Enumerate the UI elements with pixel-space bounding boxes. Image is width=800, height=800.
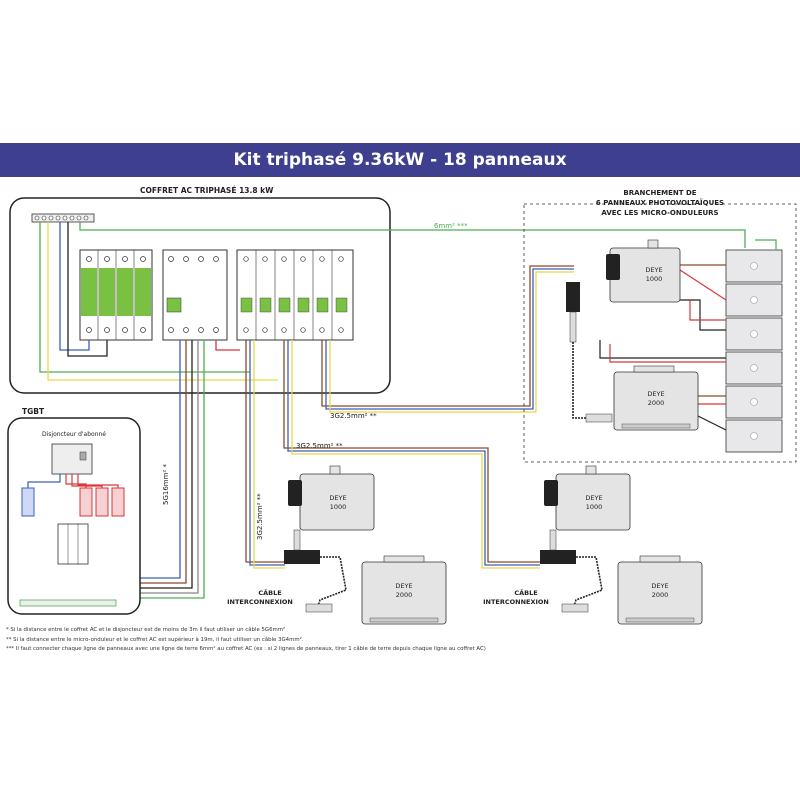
cable-b-blue [287, 340, 540, 566]
interconnect-left-1: CÂBLE [258, 588, 281, 597]
footnote-2: ** Si la distance entre le micro-onduleu… [6, 636, 304, 643]
earth-terminal-bar [31, 213, 95, 223]
tgbt-enclosure [7, 417, 141, 615]
inverter-big-left-brand: DEYE [395, 582, 412, 590]
cable-label-b: 3G2.5mm² ** [296, 442, 343, 450]
cable-label-a: 3G2.5mm² ** [330, 412, 377, 420]
branchement-label-2: 6 PANNEAUX PHOTOVOLTAÏQUES [596, 198, 724, 207]
inverter-small-top-brand: DEYE [645, 266, 662, 274]
earth-wire-panels [79, 222, 746, 248]
solar-panels [725, 249, 783, 453]
interconnect-right-1: CÂBLE [514, 588, 537, 597]
inverter-small-top-model: 1000 [646, 275, 663, 283]
inverter-big-left-model: 2000 [396, 591, 413, 599]
inverter-big-top-model: 2000 [648, 399, 665, 407]
inverter-small-left-brand: DEYE [329, 494, 346, 502]
connector-plug [606, 254, 620, 280]
branchement-label-3: AVEC LES MICRO-ONDULEURS [601, 209, 718, 217]
surge-protector [79, 249, 153, 341]
footnotes: * Si la distance entre le coffret AC et … [6, 626, 486, 655]
cable-a-brown [321, 265, 574, 407]
cable-b-yellow [291, 340, 540, 569]
cable-label-c: 3G2.5mm² ** [256, 493, 264, 540]
inverter-small-right: DEYE 1000 [555, 465, 631, 531]
panels-area [523, 203, 797, 463]
inverter-big-right-brand: DEYE [651, 582, 668, 590]
main-switch [162, 249, 228, 341]
t-connector [566, 282, 580, 312]
t-connector-right [540, 550, 576, 564]
footnote-3: *** Il faut connecter chaque ligne de pa… [6, 646, 486, 652]
cable-label-5g: 5G16mm² * [162, 464, 170, 505]
internal-wire-1 [59, 222, 90, 351]
interconnect-left-2: INTERCONNEXION [227, 598, 293, 606]
wires [39, 222, 746, 599]
tgbt-breaker [57, 523, 89, 565]
circuit-breakers [236, 249, 354, 341]
earth-wire-right [47, 222, 278, 381]
cable-a-blue [325, 268, 574, 410]
inverter-big-top: DEYE 2000 [613, 365, 699, 431]
inverter-big-top-brand: DEYE [647, 390, 664, 398]
title-banner: Kit triphasé 9.36kW - 18 panneaux [0, 143, 800, 177]
cable-c-blue [249, 340, 285, 566]
internal-wire-2 [67, 222, 108, 357]
cable-c-brown [245, 340, 285, 563]
cable-a-yellow [329, 271, 574, 413]
cable-c-yellow [253, 340, 285, 569]
page-title: Kit triphasé 9.36kW - 18 panneaux [233, 150, 567, 170]
branchement-label-1: BRANCHEMENT DE [623, 189, 696, 197]
inverter-big-right: DEYE 2000 [617, 555, 703, 625]
tgbt-terminal-strip [19, 599, 117, 607]
t-connector-left [284, 550, 320, 564]
tgbt-busbars [21, 487, 125, 517]
inverter-small-top: DEYE 1000 [609, 239, 681, 303]
inverter-small-left-model: 1000 [330, 503, 347, 511]
earth-cable-label: 6mm² *** [434, 222, 468, 230]
tgbt-label: TGBT [22, 407, 45, 416]
coffret-ac-label: COFFRET AC TRIPHASÉ 13.8 kW [140, 186, 274, 195]
connector-plug-left [288, 480, 302, 506]
inverter-small-right-brand: DEYE [585, 494, 602, 502]
cable-b-brown [283, 340, 540, 563]
disjoncteur-label: Disjoncteur d'abonné [42, 431, 106, 438]
tgbt-wires [27, 474, 119, 488]
panel-wires [599, 239, 777, 431]
inverter-small-left: DEYE 1000 [299, 465, 375, 531]
inverter-big-right-model: 2000 [652, 591, 669, 599]
footnote-1: * Si la distance entre le coffret AC et … [6, 627, 286, 633]
interconnect-right-2: INTERCONNEXION [483, 598, 549, 606]
inverter-small-right-model: 1000 [586, 503, 603, 511]
internal-wire-3 [215, 340, 240, 351]
connector-plug-right [544, 480, 558, 506]
inverter-big-left: DEYE 2000 [361, 555, 447, 625]
